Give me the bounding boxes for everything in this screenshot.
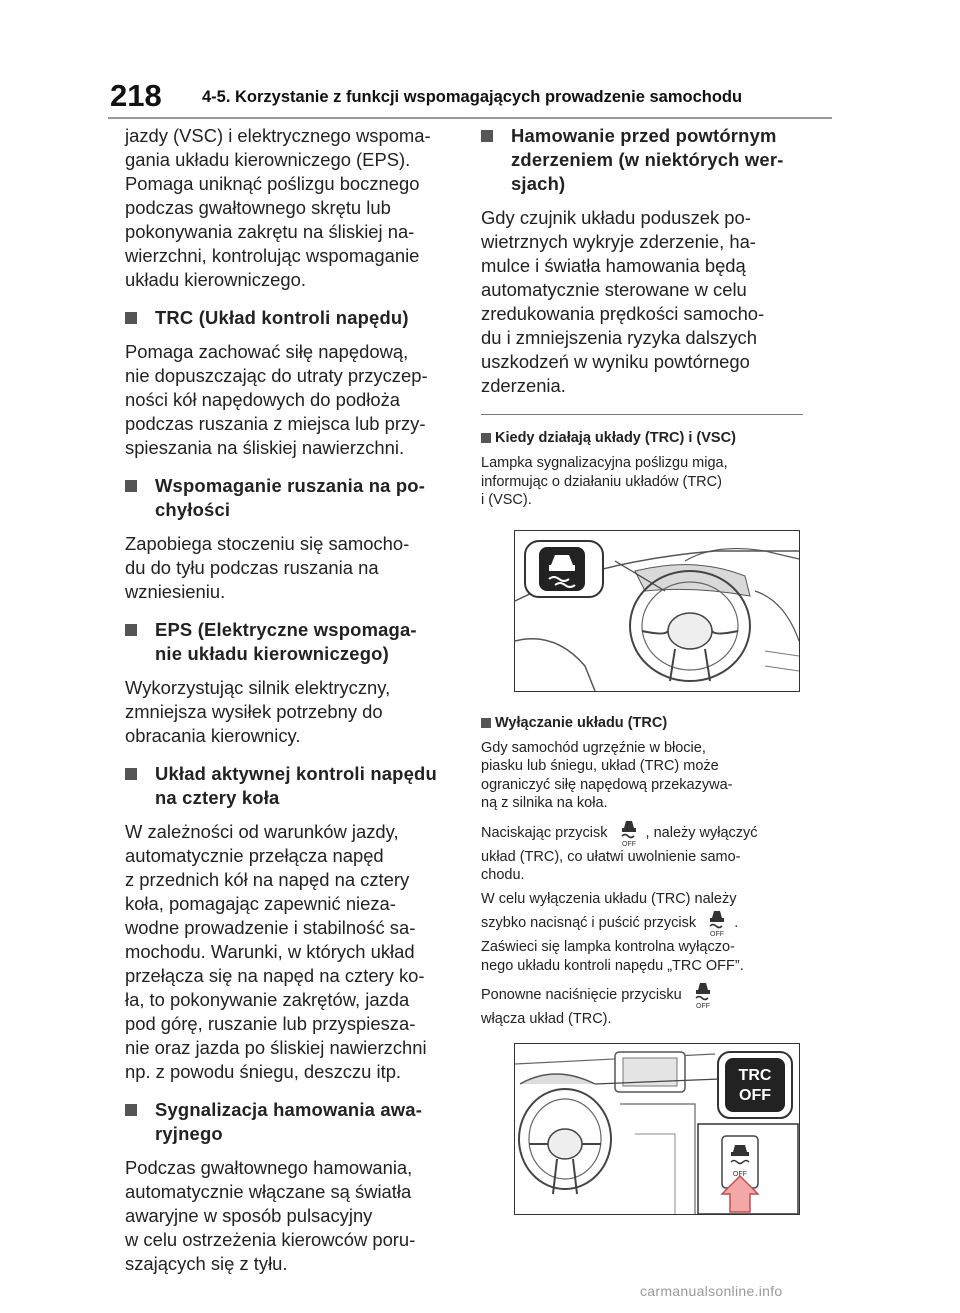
page-number: 218 bbox=[110, 78, 162, 113]
section-heading-eps: EPS (Elektryczne wspomaga-nie układu kie… bbox=[125, 618, 457, 666]
bullet-square-icon bbox=[481, 717, 491, 728]
intro-paragraph: jazdy (VSC) i elektrycznego wspoma-gania… bbox=[125, 125, 431, 290]
section-heading-trc: TRC (Układ kontroli napędu) bbox=[125, 306, 457, 330]
watermark: carmanualsonline.info bbox=[640, 1283, 783, 1299]
section-body-secondary-collision-brake: Gdy czujnik układu poduszek po-wietrznyc… bbox=[481, 207, 765, 396]
bullet-square-icon bbox=[481, 130, 493, 142]
bullet-square-icon bbox=[125, 1104, 137, 1116]
trc-indicator-label-line2: OFF bbox=[739, 1087, 771, 1104]
note-paragraph-press-again: Ponowne naciśnięcie przycisku OFF włącza… bbox=[481, 980, 821, 1029]
section-heading-emergency-brake-signal: Sygnalizacja hamowania awa-ryjnego bbox=[125, 1098, 457, 1146]
note-body-trc-off: Gdy samochód ugrzęźnie w błocie,piasku l… bbox=[481, 739, 733, 812]
vsc-off-button-icon: OFF bbox=[709, 911, 725, 938]
note-body-trc-vsc-active: Lampka sygnalizacyjna poślizgu miga,info… bbox=[481, 455, 728, 508]
trc-indicator-label-line1: TRC bbox=[739, 1067, 772, 1084]
section-heading-hill-start: Wspomaganie ruszania na po-chyłości bbox=[125, 474, 457, 522]
section-body-trc: Pomaga zachować siłę napędową,nie dopusz… bbox=[125, 341, 428, 458]
section-body-emergency-brake-signal: Podczas gwałtownego hamowania,automatycz… bbox=[125, 1157, 416, 1274]
icon-off-label: OFF bbox=[710, 931, 724, 938]
vsc-off-button-icon: OFF bbox=[695, 983, 710, 1010]
note-paragraph-quick-press: W celu wyłączenia układu (TRC) należy sz… bbox=[481, 890, 744, 974]
bullet-square-icon bbox=[125, 624, 137, 636]
fig-button-off-label: OFF bbox=[733, 1171, 747, 1178]
icon-off-label: OFF bbox=[622, 841, 636, 848]
bullet-square-icon bbox=[125, 312, 137, 324]
page-header: 218 4-5. Korzystanie z funkcji wspomagaj… bbox=[110, 78, 840, 118]
header-divider bbox=[108, 117, 832, 119]
icon-off-label: OFF bbox=[696, 1003, 710, 1010]
section-body-hill-start: Zapobiega stoczeniu się samocho-du do ty… bbox=[125, 533, 410, 602]
vsc-off-button-icon: OFF bbox=[620, 820, 636, 848]
dashboard-slip-indicator-illustration bbox=[514, 529, 800, 692]
left-column: jazdy (VSC) i elektrycznego wspoma-gania… bbox=[125, 124, 457, 1276]
trc-off-indicator-illustration: TRC OFF OFF bbox=[514, 1042, 800, 1215]
chapter-title: 4-5. Korzystanie z funkcji wspomagającyc… bbox=[202, 88, 743, 106]
section-body-awd: W zależności od warunków jazdy,automatyc… bbox=[125, 821, 427, 1082]
section-body-eps: Wykorzystując silnik elektryczny,zmniejs… bbox=[125, 677, 391, 746]
note-heading-trc-vsc-active: Kiedy działają układy (TRC) i (VSC) bbox=[481, 429, 821, 448]
note-paragraph-press-button: Naciskając przycisk OFF , należy wyłączy… bbox=[481, 818, 821, 885]
bullet-square-icon bbox=[125, 480, 137, 492]
bullet-square-icon bbox=[125, 768, 137, 780]
bullet-square-icon bbox=[481, 433, 491, 443]
notes-divider bbox=[481, 414, 803, 415]
note-heading-trc-off: Wyłączanie układu (TRC) bbox=[481, 714, 821, 733]
